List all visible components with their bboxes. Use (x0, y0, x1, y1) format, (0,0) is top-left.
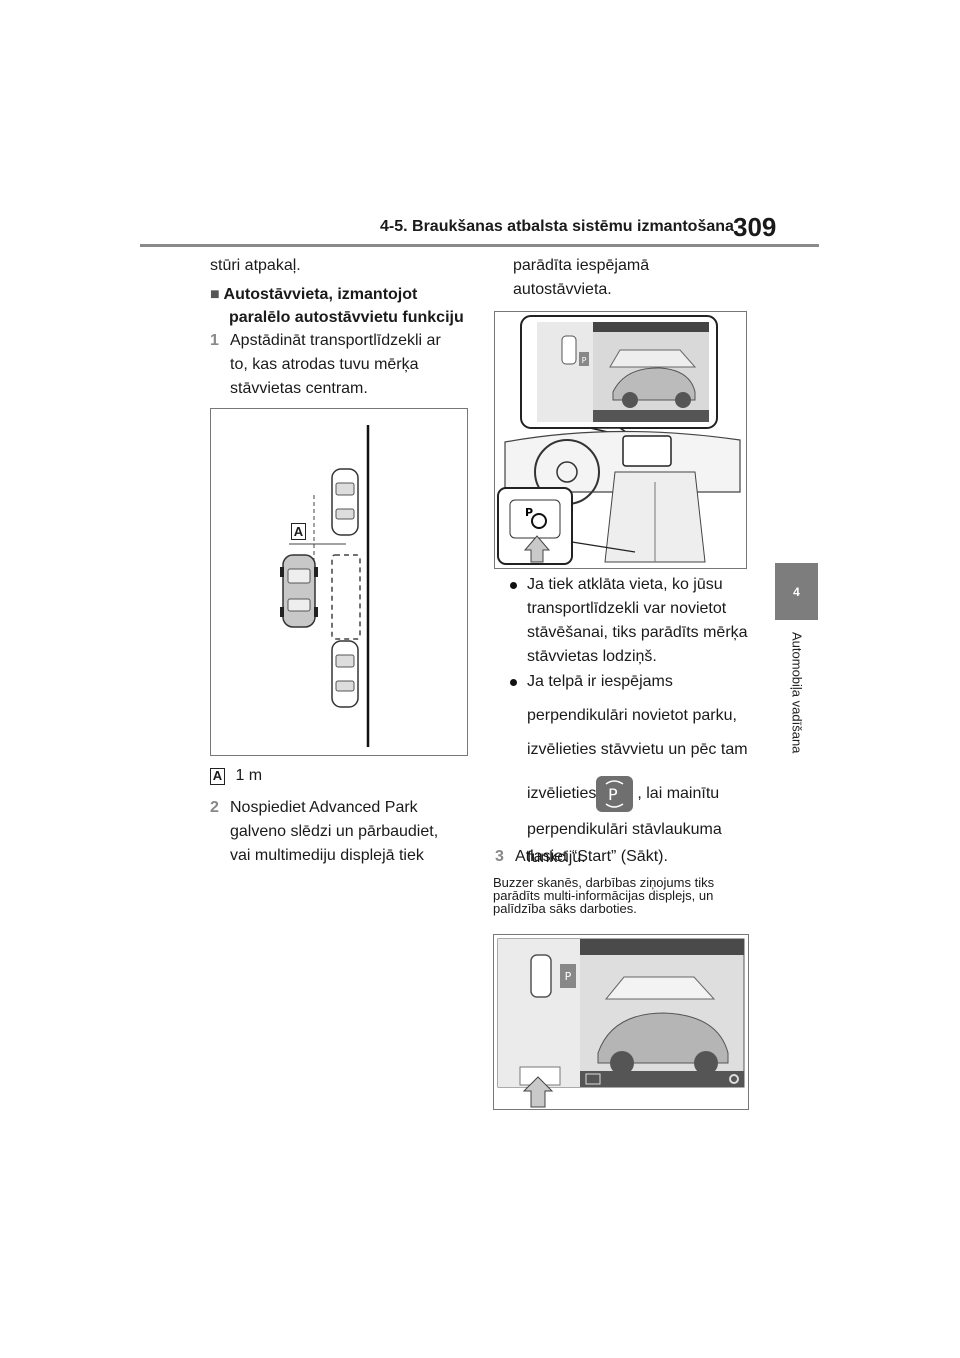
bullet-2-dot (510, 679, 517, 686)
dashboard-illustration: P P (494, 311, 747, 569)
step-3: 3 Atlasiet “Start” (Sākt). (495, 845, 668, 869)
right-continuation: parādīta iespējamā autostāvvieta. (513, 254, 649, 302)
parallel-parking-diagram: A (210, 408, 468, 756)
chapter-title-vertical: Automobiļa vadīšana (770, 632, 823, 782)
chapter-tab[interactable]: 4 (775, 563, 818, 620)
center-display (622, 435, 672, 467)
target-parking-box (331, 554, 361, 640)
step-1-line-3: stāvvietas centram. (230, 380, 368, 397)
note-line-1: Buzzer skanēs, darbības ziņojums tiks (493, 875, 715, 890)
bullet-2-line-6: funkciju. (527, 849, 586, 866)
step-1-line-2: to, kas atrodas tuvu mērķa (230, 356, 419, 373)
step-1: 1 Apstādināt transportlīdzekli ar to, kas… (210, 329, 470, 401)
note-text: Buzzer skanēs, darbības ziņojums tiks pa… (493, 876, 755, 915)
gear-icon (729, 1074, 739, 1084)
chapter-title: Automobiļa vadīšana (789, 632, 804, 754)
header-rule (140, 244, 819, 247)
switch-p-letter: P (525, 506, 533, 519)
p-letter-icon: P (565, 970, 572, 983)
step-2: 2 Nospiediet Advanced Park galveno slēdzi… (210, 796, 472, 868)
heading-line-1: Autostāvvieta, izmantojot (223, 286, 418, 303)
step-3-number: 3 (495, 848, 504, 865)
step-3-text: Atlasiet “Start” (Sākt). (515, 848, 668, 865)
legend-label-a: A (210, 767, 225, 785)
parked-car-bottom (331, 640, 359, 708)
legend-text: 1 m (235, 767, 263, 784)
note-line-3: palīdzība sāks darboties. (493, 901, 637, 916)
heading-marker: ■ (210, 286, 220, 303)
parking-mode-switch-icon (509, 499, 561, 539)
bullet-2: Ja telpā ir iespējams perpendikulāri nov… (510, 670, 762, 870)
step-1-number: 1 (210, 332, 219, 349)
bullet-1-line-3: stāvēšanai, tiks parādīts mērķa (527, 624, 748, 641)
section-heading: ■ Autostāvvieta, izmantojot paralēlo aut… (210, 283, 475, 329)
start-screen-illustration: P (493, 934, 749, 1110)
user-vehicle (280, 554, 318, 628)
step-1-line-1: Apstādināt transportlīdzekli ar (230, 332, 441, 349)
right-continuation-line-2: autostāvvieta. (513, 281, 612, 298)
distance-label-a: A (291, 523, 306, 540)
parking-mode-switch-icon[interactable]: P (596, 776, 634, 812)
step-2-line-2: galveno slēdzi un pārbaudiet, (230, 823, 439, 840)
bullet-2-line-5: perpendikulāri stāvlaukuma (527, 821, 722, 838)
bullet-1-line-2: transportlīdzekli var novietot (527, 600, 727, 617)
continuation-text: stūri atpakaļ. (210, 257, 301, 274)
parked-car-top (331, 468, 359, 536)
section-title: 4-5. Braukšanas atbalsta sistēmu izmanto… (380, 218, 734, 235)
parking-diagram-svg (280, 425, 370, 747)
bullet-2-line-2: perpendikulāri novietot parku, (527, 707, 737, 724)
bullet-2-post-icon: , lai mainītu (637, 785, 720, 803)
step-2-line-3: vai multimediju displejā tiek (230, 847, 424, 864)
bullet-2-line-4: izvēlieties P , lai mainītu (527, 776, 762, 816)
bullet-2-line-1: Ja telpā ir iespējams (527, 673, 673, 690)
step-2-line-1: Nospiediet Advanced Park (230, 799, 418, 816)
heading-line-2: paralēlo autostāvvietu funkciju (229, 309, 464, 326)
bullet-1-line-4: stāvvietas lodziņš. (527, 648, 657, 665)
legend: A 1 m (210, 764, 262, 788)
dashboard-svg: P P (497, 315, 741, 565)
bullet-2-pre-icon: izvēlieties (527, 785, 597, 803)
bullet-2-line-3: izvēlieties stāvvietu un pēc tam (527, 741, 748, 758)
bullet-1: Ja tiek atklāta vieta, ko jūsu transport… (510, 573, 757, 669)
bullet-1-line-1: Ja tiek atklāta vieta, ko jūsu (527, 576, 723, 593)
note-line-2: parādīts multi-informācijas displejs, un (493, 888, 714, 903)
step-2-number: 2 (210, 799, 219, 816)
parking-icon-glyph: P (608, 785, 618, 804)
start-screen-svg: P (497, 938, 745, 1108)
p-letter-icon: P (582, 356, 587, 365)
right-continuation-line-1: parādīta iespējamā (513, 257, 650, 274)
bullet-1-dot (510, 582, 517, 589)
page-number: 309 (733, 212, 777, 242)
